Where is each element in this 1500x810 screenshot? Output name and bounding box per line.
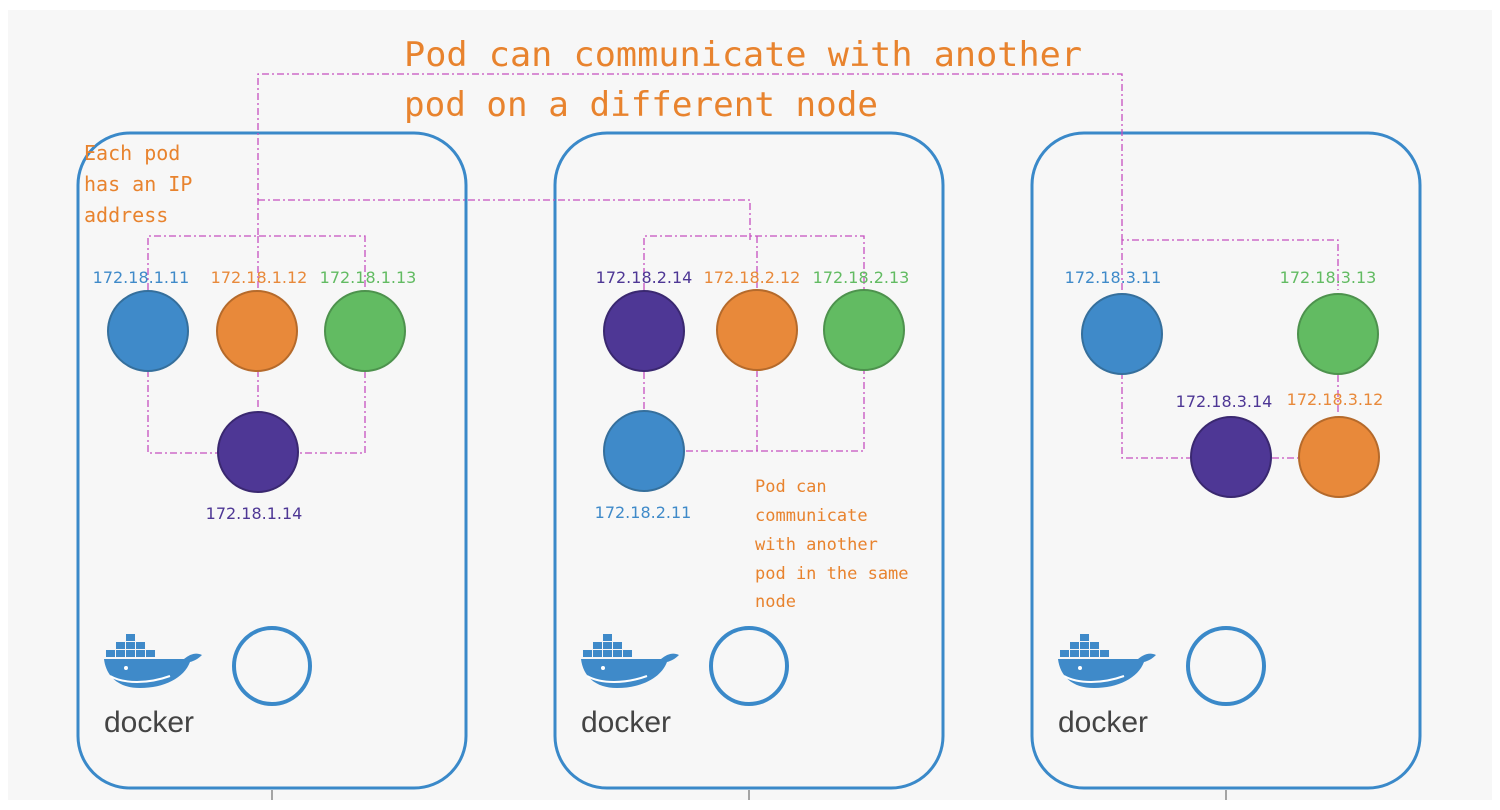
pod-ip-label: 172.18.3.11: [1065, 268, 1162, 287]
docker-label: docker: [581, 706, 671, 739]
pod-ip-label: 172.18.2.13: [813, 268, 910, 287]
docker-label: docker: [1058, 706, 1148, 739]
pod-ip-label: 172.18.3.13: [1280, 268, 1377, 287]
diagram-background: [8, 10, 1492, 800]
node-3-box: [1030, 131, 1422, 790]
same-node-note-line: Pod can: [755, 477, 827, 497]
pod-circle-blue: [603, 410, 685, 492]
pod-circle-orange: [1298, 416, 1380, 498]
pod-ip-label: 172.18.3.14: [1176, 392, 1273, 411]
pod-circle-blue: [1081, 293, 1163, 375]
node-1-box: [76, 131, 468, 790]
title-annotation-line2: pod on a different node: [404, 85, 878, 125]
pod-ip-note-line: address: [84, 203, 168, 227]
pod-circle-orange: [716, 289, 798, 371]
docker-logo: docker: [1057, 633, 1157, 739]
pod-ip-label: 172.18.1.12: [211, 268, 308, 287]
title-annotation-line1: Pod can communicate with another: [404, 35, 1082, 75]
same-node-note-line: pod in the same: [755, 564, 909, 584]
pod-circle-orange: [216, 290, 298, 372]
node-2-box: [553, 131, 945, 790]
pod-circle-green: [324, 290, 406, 372]
pod-ip-note-line: Each pod: [84, 141, 180, 165]
pod-ip-label: 172.18.1.14: [206, 504, 303, 523]
network-links: [147, 73, 1339, 459]
same-node-note-line: communicate: [755, 506, 868, 526]
docker-label: docker: [104, 706, 194, 739]
bridge-circle: [232, 626, 312, 706]
pod-ip-label: 172.18.2.12: [704, 268, 801, 287]
bridge-circle: [1186, 626, 1266, 706]
pod-circle-green: [823, 289, 905, 371]
docker-logo: docker: [103, 633, 203, 739]
pod-circle-blue: [107, 290, 189, 372]
pod-ip-label: 172.18.1.11: [93, 268, 190, 287]
pod-ip-label: 172.18.1.13: [320, 268, 417, 287]
pod-circle-purple: [603, 290, 685, 372]
same-node-note-line: node: [755, 592, 796, 612]
pod-ip-label: 172.18.2.14: [596, 268, 693, 287]
pod-circle-green: [1297, 293, 1379, 375]
pod-ip-note-line: has an IP: [84, 172, 192, 196]
pod-circle-purple: [217, 411, 299, 493]
same-node-note-line: with another: [755, 535, 878, 555]
pod-ip-label: 172.18.2.11: [595, 503, 692, 522]
pod-ip-label: 172.18.3.12: [1287, 390, 1384, 409]
pod-circle-purple: [1190, 416, 1272, 498]
docker-logo: docker: [580, 633, 680, 739]
bridge-circle: [709, 626, 789, 706]
